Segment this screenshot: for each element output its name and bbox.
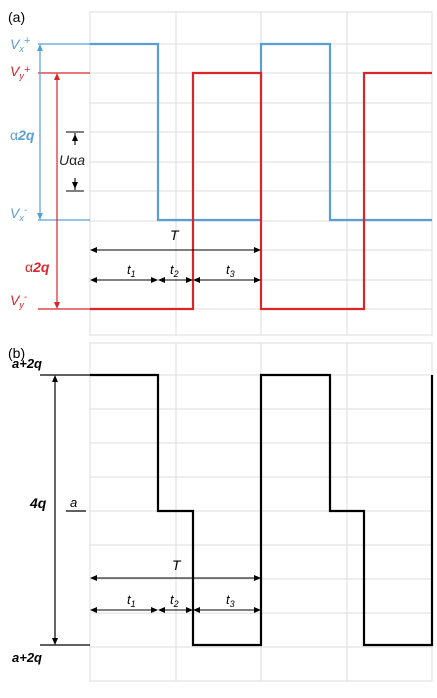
panel-a-tag: (a) xyxy=(8,9,25,25)
panel-b-t3-label: t3 xyxy=(226,592,235,609)
panel-a-t1-label: t1 xyxy=(127,262,136,279)
panel-b-t2-label: t2 xyxy=(170,592,179,609)
bottom-level-label: a+2q xyxy=(12,650,42,665)
panel-b-t1-label: t1 xyxy=(127,592,136,609)
panel-b: (b) a+2q a 4q a+2q T t1 t2 xyxy=(8,342,434,682)
panel-a: (a) Uαa Vx+ V xyxy=(8,9,433,336)
red-span-label: α2q xyxy=(25,259,50,275)
panel-b-tag: (b) xyxy=(8,345,25,361)
vy-plus-label: Vy+ xyxy=(10,63,31,81)
mid-level-label: a xyxy=(70,495,77,510)
combined-waveform xyxy=(90,373,434,647)
top-level-label: a+2q xyxy=(12,356,42,371)
vx-minus-label: Vx- xyxy=(10,205,28,223)
vy-waveform xyxy=(90,71,432,311)
vx-plus-label: Vx+ xyxy=(10,35,31,54)
panel-a-period-label: T xyxy=(170,227,180,243)
panel-a-t3-label: t3 xyxy=(226,262,235,279)
blue-span-label: α2q xyxy=(10,127,35,143)
panel-a-timing-arrows xyxy=(95,249,256,281)
panel-b-period-label: T xyxy=(172,557,182,573)
offset-label: Uαa xyxy=(59,152,85,168)
span-4q-label: 4q xyxy=(29,495,47,511)
vy-minus-label: Vy- xyxy=(10,292,28,310)
panel-a-t2-label: t2 xyxy=(170,262,179,279)
panel-b-timing-arrows xyxy=(95,577,256,611)
